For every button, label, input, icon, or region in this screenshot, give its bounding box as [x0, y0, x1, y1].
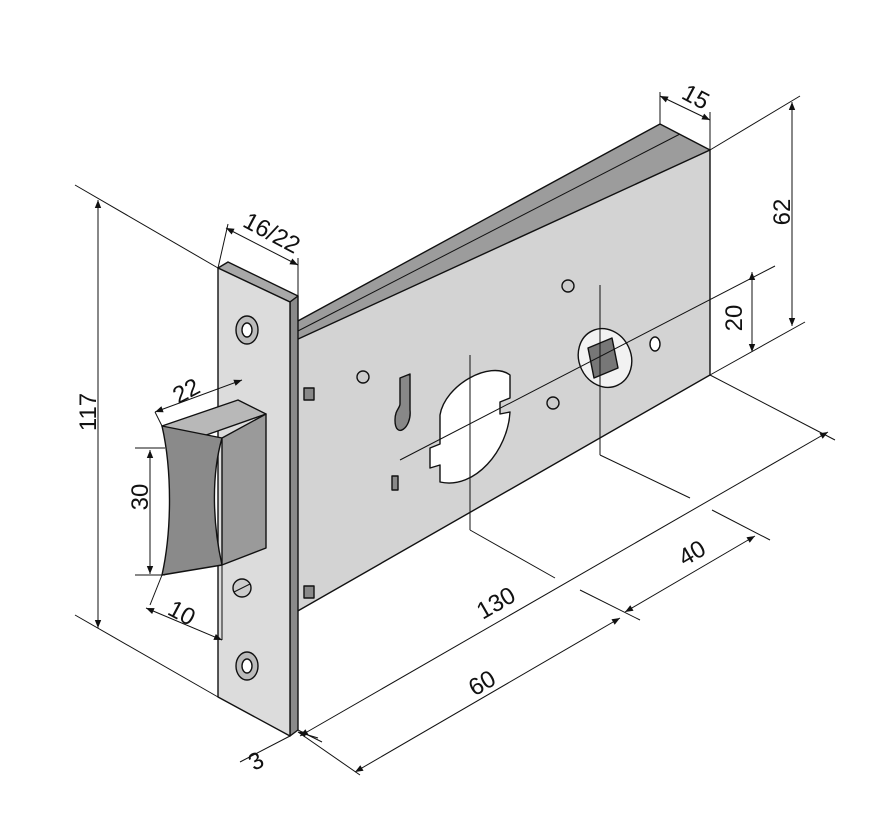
latch-side [221, 413, 267, 566]
dim-30: 30 [127, 484, 154, 511]
dim-117: 117 [75, 393, 102, 431]
spindle-square [587, 337, 619, 379]
screw-hole-top-inner [241, 322, 253, 338]
latch-curved-face [161, 425, 223, 576]
latch-bolt [161, 399, 267, 576]
dim-3: 3 [244, 746, 269, 776]
screw [356, 370, 370, 384]
dim-15: 15 [677, 79, 713, 115]
screw [561, 279, 575, 293]
slot [391, 475, 399, 491]
dim-22: 22 [168, 373, 204, 409]
faceplate-side [289, 295, 299, 737]
tab [303, 387, 315, 401]
tab [303, 585, 315, 599]
dim-130: 130 [472, 582, 520, 625]
lock-body [295, 123, 711, 613]
dim-40: 40 [674, 535, 711, 572]
dim-20: 20 [721, 305, 748, 332]
keyhole [394, 373, 411, 432]
dim-60: 60 [464, 665, 501, 702]
hole [649, 336, 661, 352]
dim-62: 62 [769, 199, 796, 226]
screw-hole-bottom-inner [241, 658, 253, 674]
screw [546, 396, 560, 410]
dim-10: 10 [163, 595, 199, 631]
